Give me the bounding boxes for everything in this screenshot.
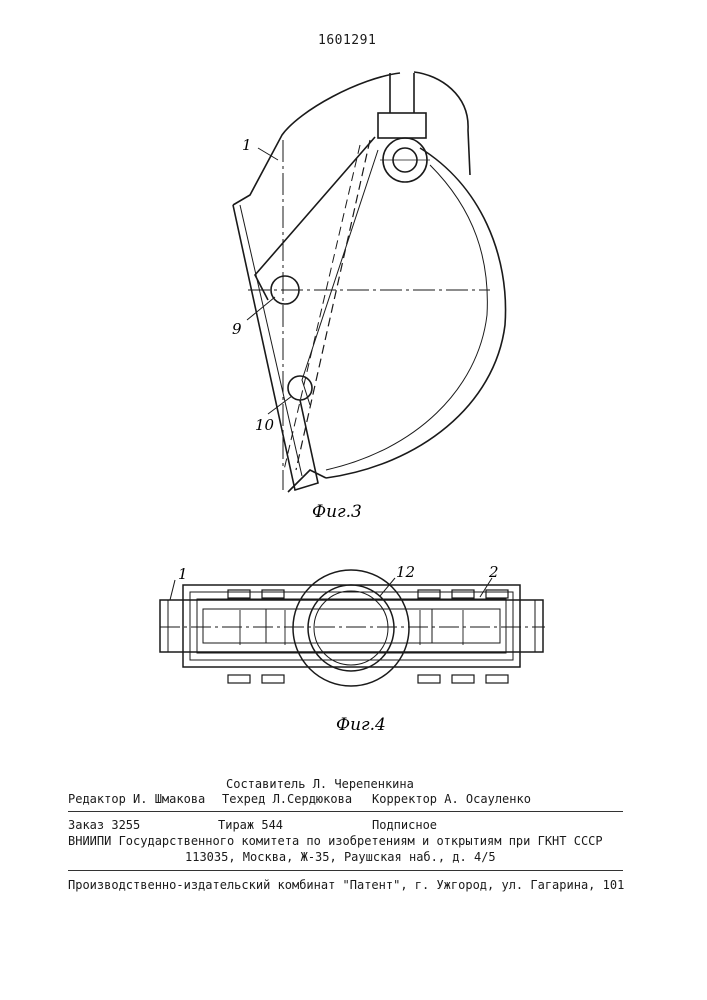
subscription-line: Подписное (372, 818, 437, 832)
divider-rule-1 (68, 811, 623, 812)
compiler-line: Составитель Л. Черепенкина (226, 777, 414, 791)
order-line: Заказ 3255 (68, 818, 140, 832)
circulation-line: Тираж 544 (218, 818, 283, 832)
publisher-line: Производственно-издательский комбинат "П… (68, 878, 624, 892)
corrector-line: Корректор А. Осауленко (372, 792, 531, 806)
techred-line: Техред Л.Сердюкова (222, 792, 352, 806)
divider-rule-2 (68, 870, 623, 871)
institute-line: ВНИИПИ Государственного комитета по изоб… (68, 834, 603, 848)
editor-line: Редактор И. Шмакова (68, 792, 205, 806)
address-line: 113035, Москва, Ж-35, Раушская наб., д. … (185, 850, 496, 864)
